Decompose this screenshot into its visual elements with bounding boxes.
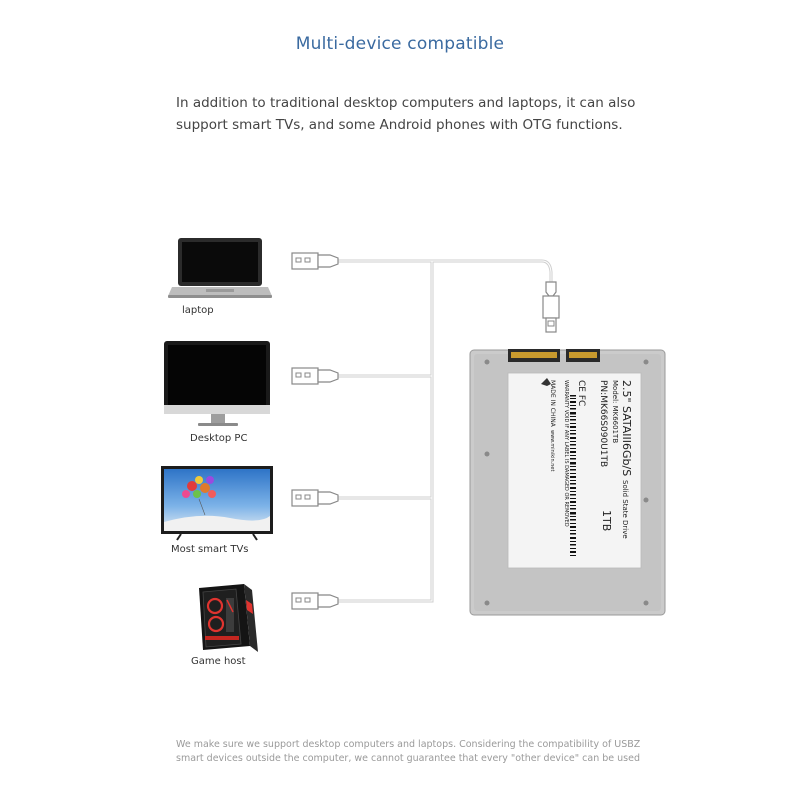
ssd-pn-line: PN:MK66S090U1TB [598, 380, 608, 467]
ssd-drive: 2.5" SATAIII6Gb/S Solid State Drive Mode… [469, 349, 666, 616]
desktop-monitor-icon [164, 341, 270, 426]
tv-icon [161, 466, 273, 541]
footer-disclaimer: We make sure we support desktop computer… [176, 738, 646, 766]
usb-plug-vertical [542, 281, 560, 333]
ssd-capacity: 1TB [600, 510, 613, 531]
device-label-game-host: Game host [191, 656, 246, 667]
ssd-made-in: MADE IN CHINA [549, 380, 556, 428]
brand-logo-icon [541, 378, 551, 386]
laptop-icon [168, 238, 272, 298]
ssd-warranty: WARRANTY VOID IF ANY LABEL IS DAMAGED OR… [563, 380, 569, 527]
device-label-desktop-pc: Desktop PC [190, 433, 248, 444]
intro-text: In addition to traditional desktop compu… [176, 92, 646, 136]
page-title: Multi-device compatible [295, 34, 505, 54]
device-label-smart-tv: Most smart TVs [171, 544, 249, 555]
usb-a-plug-4 [291, 592, 339, 610]
device-label-laptop: laptop [182, 305, 214, 316]
ssd-size-line: 2.5" SATAIII6Gb/S [620, 380, 633, 476]
footer-line-2: smart devices outside the computer, we c… [176, 753, 640, 764]
ssd-type: Solid State Drive [621, 480, 629, 539]
barcode [570, 395, 576, 556]
usb-a-plug-2 [291, 367, 339, 385]
intro-line-2: support smart TVs, and some Android phon… [176, 117, 623, 133]
ssd-model-line: Model: MK6601TB [611, 380, 619, 443]
usb-a-plug-1 [291, 252, 339, 270]
ssd-cert: CE FC [576, 380, 586, 406]
gaming-pc-tower-icon [199, 584, 258, 652]
intro-line-1: In addition to traditional desktop compu… [176, 95, 636, 111]
ssd-website: www.minikin.net [549, 430, 555, 472]
footer-line-1: We make sure we support desktop computer… [176, 739, 641, 750]
usb-a-plug-3 [291, 489, 339, 507]
